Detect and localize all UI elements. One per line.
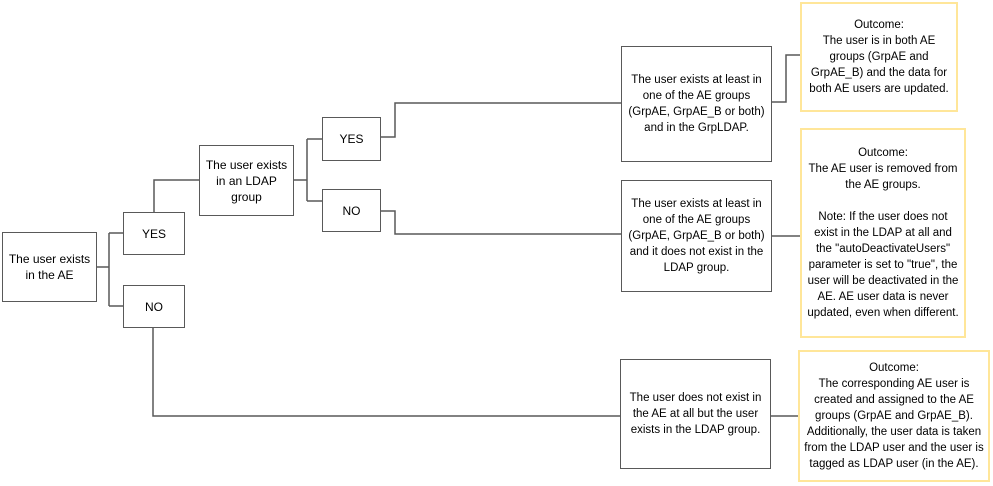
case-box-label: The user exists at least in one of the A…: [628, 198, 765, 274]
connector-no1-to-case3: [152, 328, 620, 417]
decision-box-label: The user exists in an LDAP group: [205, 157, 288, 204]
branch-label: NO: [342, 203, 361, 218]
branch-label: NO: [145, 299, 163, 314]
case-box-in-ae-groups-not-in-ldap: The user exists at least in one of the A…: [621, 180, 772, 292]
case-box-in-ae-groups-and-grpldap: The user exists at least in one of the A…: [621, 46, 772, 162]
connector-root-to-yes-no: [97, 232, 123, 307]
outcome-box-label: Outcome: The user is in both AE groups (…: [809, 19, 949, 95]
branch-yes-level1: YES: [123, 212, 185, 255]
connector-case1-to-outcome1: [772, 54, 800, 103]
branch-label: YES: [141, 226, 166, 241]
connector-yes2-to-case1: [381, 102, 621, 138]
outcome-box-data-updated: Outcome: The user is in both AE groups (…: [800, 2, 958, 112]
decision-box-user-exists-in-ae: The user exists in the AE: [2, 232, 97, 302]
outcome-box-label: Outcome: The corresponding AE user is cr…: [804, 362, 984, 470]
connector-ldap-to-yes-no: [294, 138, 322, 202]
connector-yes1-to-ldap: [153, 179, 199, 212]
outcome-box-user-removed-from-groups: Outcome: The AE user is removed from the…: [800, 128, 966, 338]
branch-yes-level2: YES: [322, 117, 381, 161]
decision-box-label: The user exists in the AE: [8, 252, 91, 282]
branch-no-level2: NO: [322, 189, 381, 232]
outcome-box-user-created: Outcome: The corresponding AE user is cr…: [798, 350, 990, 482]
case-box-label: The user exists at least in one of the A…: [628, 74, 765, 134]
case-box-label: The user does not exist in the AE at all…: [629, 392, 762, 436]
decision-box-user-exists-in-ldap-group: The user exists in an LDAP group: [199, 145, 294, 216]
connector-no2-to-case2: [381, 210, 621, 235]
outcome-box-label: Outcome: The AE user is removed from the…: [807, 147, 959, 319]
branch-label: YES: [339, 132, 364, 146]
case-box-not-in-ae-but-in-ldap: The user does not exist in the AE at all…: [620, 359, 771, 469]
branch-no-level1: NO: [123, 285, 185, 328]
